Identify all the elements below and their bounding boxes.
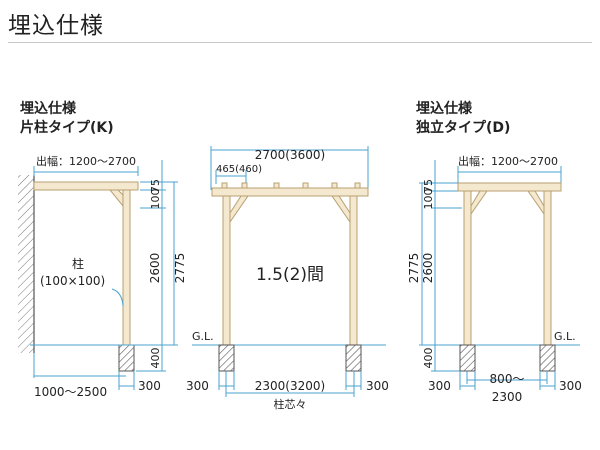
panel-d-subtitle: 独立タイプ(D) xyxy=(416,120,511,136)
center-span-label: 2300(3200) xyxy=(255,379,325,393)
footing-label: 300 xyxy=(138,379,161,393)
panel-d-drawing: 出幅：1200〜2700 75 100 2600 2775 400 G.L. 3… xyxy=(407,154,582,404)
footing-left-label: 300 xyxy=(428,379,451,393)
right-brace xyxy=(331,195,351,224)
panel-front-drawing: 2700(3600) 465(460) 1.5(2)間 G.L. 300 300 xyxy=(186,146,389,411)
page-header: 埋込仕様 xyxy=(0,0,600,44)
knee-brace xyxy=(108,189,124,208)
bays-label: 1.5(2)間 xyxy=(256,265,324,285)
wall-hatching xyxy=(18,175,34,353)
dim-75: 75 xyxy=(149,179,162,193)
dim-2775: 2775 xyxy=(407,253,421,284)
roof-beam xyxy=(457,182,562,192)
right-foundation xyxy=(539,344,556,372)
left-brace xyxy=(470,190,488,216)
rafter-end xyxy=(331,182,338,189)
gl-label: G.L. xyxy=(192,330,214,343)
span-label-line1: 800〜 xyxy=(490,372,525,386)
center-note-label: 柱芯々 xyxy=(274,397,307,411)
dim-2775: 2775 xyxy=(173,253,187,284)
post-size-label: (100×100) xyxy=(40,274,105,288)
left-foundation xyxy=(459,344,476,372)
left-brace xyxy=(229,195,249,224)
right-brace xyxy=(527,190,545,216)
footing-left-label: 300 xyxy=(186,379,209,393)
dim-400: 400 xyxy=(149,348,162,369)
top-beam xyxy=(211,187,369,197)
width-label: 2700(3600) xyxy=(255,148,325,162)
overhang-label: 出幅：1200〜2700 xyxy=(458,154,558,168)
roof-beam xyxy=(33,181,139,191)
dim-400: 400 xyxy=(422,348,435,369)
rafter-end xyxy=(354,182,361,189)
left-post xyxy=(463,190,472,346)
footing-right-label: 300 xyxy=(559,379,582,393)
foundation xyxy=(118,344,135,372)
right-foundation xyxy=(345,344,362,372)
post-leader-line xyxy=(111,288,124,307)
panel-k-heading: 埋込仕様 片柱タイプ(K) xyxy=(20,100,114,138)
dim-2600: 2600 xyxy=(421,253,435,284)
panel-d-heading: 埋込仕様 独立タイプ(D) xyxy=(416,100,510,138)
rafter-end xyxy=(302,182,309,189)
post-label: 柱 xyxy=(72,256,84,271)
panel-d-title: 埋込仕様 xyxy=(416,101,472,117)
gl-label: G.L. xyxy=(554,330,576,343)
right-post xyxy=(543,190,552,346)
left-post xyxy=(222,195,231,346)
page-title: 埋込仕様 xyxy=(8,13,104,39)
dim-100: 100 xyxy=(149,189,162,210)
rafter-end xyxy=(241,182,248,189)
panel-k-title: 埋込仕様 xyxy=(20,101,76,117)
rafter-end xyxy=(273,182,280,189)
panel-k-drawing: 出幅：1200〜2700 75 100 2600 2775 400 柱 (100… xyxy=(18,154,187,399)
right-post xyxy=(349,195,358,346)
left-foundation xyxy=(218,344,235,372)
panel-k-subtitle: 片柱タイプ(K) xyxy=(20,120,114,136)
dim-100: 100 xyxy=(422,189,435,210)
span-label-line2: 2300 xyxy=(492,390,523,404)
dim-75: 75 xyxy=(422,179,435,193)
overhang-label: 出幅：1200〜2700 xyxy=(36,154,136,168)
footing-right-label: 300 xyxy=(366,379,389,393)
dim-2600: 2600 xyxy=(148,253,162,284)
pitch-label: 465(460) xyxy=(216,164,262,175)
rafter-end xyxy=(221,182,228,189)
header-divider xyxy=(8,42,592,43)
post xyxy=(122,189,131,346)
base-span-label: 1000〜2500 xyxy=(34,385,107,399)
